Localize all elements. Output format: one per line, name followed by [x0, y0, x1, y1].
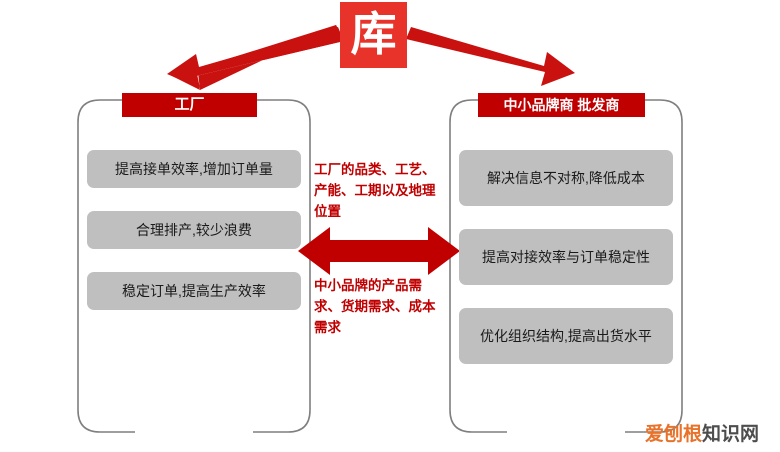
factory-panel: 工厂 提高接单效率,增加订单量 合理排产,较少浪费 稳定订单,提高生产效率	[78, 93, 310, 432]
caption-factory-attributes: 工厂的品类、工艺、产能、工期以及地理位置	[314, 162, 436, 219]
list-item: 提高接单效率,增加订单量	[87, 150, 301, 188]
list-item: 稳定订单,提高生产效率	[87, 272, 301, 310]
arrow-to-factory-icon	[167, 25, 344, 90]
list-item: 合理排产,较少浪费	[87, 211, 301, 249]
watermark-orange-text: 爱刨根	[645, 424, 703, 445]
list-item: 提高对接效率与订单稳定性	[459, 229, 673, 285]
brand-wholesaler-panel-header: 中小品牌商 批发商	[478, 93, 645, 117]
factory-panel-header: 工厂	[122, 93, 257, 117]
list-item: 优化组织结构,提高出货水平	[459, 308, 673, 364]
watermark-gray-text: 知识网	[702, 424, 760, 445]
arrow-to-brand-icon	[406, 27, 575, 86]
brand-wholesaler-panel: 中小品牌商 批发商 解决信息不对称,降低成本 提高对接效率与订单稳定性 优化组织…	[450, 93, 682, 432]
caption-brand-demands: 中小品牌的产品需求、货期需求、成本需求	[314, 278, 436, 335]
ku-logo: 库	[340, 2, 407, 68]
bidirectional-arrow-icon	[298, 227, 460, 275]
logo-character: 库	[350, 7, 397, 61]
factory-benefit-list: 提高接单效率,增加订单量 合理排产,较少浪费 稳定订单,提高生产效率	[87, 150, 301, 333]
watermark: 爱刨根知识网	[645, 419, 759, 446]
brand-benefit-list: 解决信息不对称,降低成本 提高对接效率与订单稳定性 优化组织结构,提高出货水平	[459, 150, 673, 387]
list-item: 解决信息不对称,降低成本	[459, 150, 673, 206]
